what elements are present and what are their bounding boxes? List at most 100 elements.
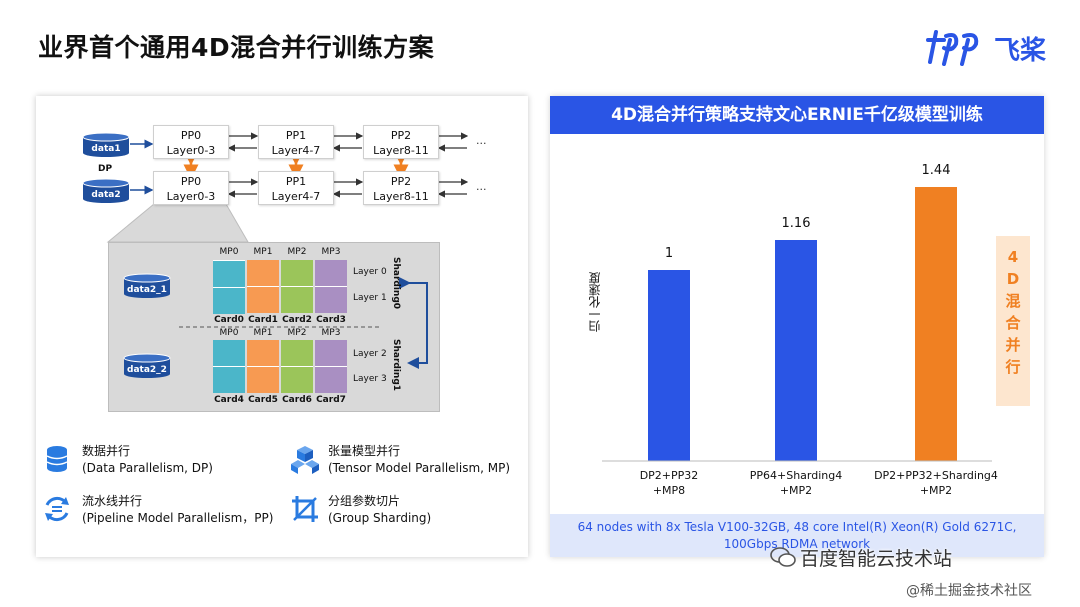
category-label-line: +MP2 xyxy=(919,484,953,497)
pp-stage: PP1 xyxy=(285,175,307,188)
category-label: DP2+PP32+Sharding4+MP2 xyxy=(861,468,1011,498)
diagram-connectors xyxy=(106,132,469,371)
mp-header: MP2 xyxy=(287,247,307,257)
legend-dp: 数据并行 (Data Parallelism, DP) xyxy=(82,443,213,477)
4d-hybrid-tag: 4 D 混 合 并 行 xyxy=(996,236,1030,406)
mp0-card-top xyxy=(213,260,245,314)
tag-char: 合 xyxy=(1005,314,1021,332)
pp-box-row2-1: PP1 Layer4-7 xyxy=(258,171,334,205)
mp-header: MP1 xyxy=(253,247,273,257)
legend-title: 张量模型并行 xyxy=(328,444,401,458)
cycle-icon xyxy=(45,496,69,522)
bar-value-label: 1 xyxy=(664,246,674,262)
slide-title: 业界首个通用4D混合并行训练方案 xyxy=(38,33,435,62)
pp-layers: Layer0-3 xyxy=(166,190,216,203)
legend-sharding: 分组参数切片 (Group Sharding) xyxy=(328,493,431,527)
bar-value-label: 1.16 xyxy=(781,215,811,231)
category-label-line: +MP2 xyxy=(779,484,813,497)
legend-subtitle: (Group Sharding) xyxy=(328,511,432,525)
pp-box-row1-2: PP2 Layer8-11 xyxy=(363,125,439,159)
tag-char: 并 xyxy=(1005,336,1021,354)
data2-1-label: data2_1 xyxy=(127,285,167,295)
card-label: Card7 xyxy=(316,395,346,405)
footnote-line: 64 nodes with 8x Tesla V100-32GB, 48 cor… xyxy=(577,520,1017,534)
hardware-footnote: 64 nodes with 8x Tesla V100-32GB, 48 cor… xyxy=(550,514,1044,557)
pp-layers: Layer4-7 xyxy=(271,190,321,203)
card-label: Card3 xyxy=(316,315,346,325)
legend-title: 数据并行 xyxy=(82,444,131,458)
category-label: PP64+Sharding4 +MP2 xyxy=(721,468,871,498)
pp-layers: Layer4-7 xyxy=(271,144,321,157)
mp1-card-bottom xyxy=(247,340,279,393)
watermark-site: @稀土掘金技术社区 xyxy=(906,583,1032,599)
pp-stage: PP2 xyxy=(390,129,412,142)
brand-name: 飞桨 xyxy=(994,36,1047,66)
layer-label: Layer 1 xyxy=(353,293,387,303)
mp0-card-bottom xyxy=(213,340,245,393)
pp-stage: PP0 xyxy=(180,129,202,142)
wechat-icon xyxy=(770,547,796,567)
legend-title: 分组参数切片 xyxy=(328,494,401,508)
pp-box-row1-1: PP1 Layer4-7 xyxy=(258,125,334,159)
sharding-detail-box: data2_1 data2_2 MP0 MP1 MP2 MP3 Layer 0 … xyxy=(108,242,440,412)
database-data2-icon xyxy=(82,178,130,203)
sharding-connectors xyxy=(179,277,428,369)
tag-char: D xyxy=(1006,270,1020,288)
crop-icon xyxy=(292,496,318,522)
mp-header: MP2 xyxy=(287,328,307,338)
mp3-card-bottom xyxy=(315,340,347,393)
data2-label: data2 xyxy=(91,190,121,200)
cubes-icon xyxy=(291,446,319,474)
chart-panel-header: 4D混合并行策略支持文心ERNIE千亿级模型训练 xyxy=(550,96,1044,134)
card-label: Card5 xyxy=(248,395,278,405)
tag-char: 混 xyxy=(1005,292,1021,310)
tag-char: 行 xyxy=(1005,358,1021,376)
mp3-card-top xyxy=(315,260,347,313)
category-label: DP2+PP32+MP8 xyxy=(594,468,744,498)
mp2-card-top xyxy=(281,260,313,313)
mp1-card-top xyxy=(247,260,279,313)
mp-header: MP3 xyxy=(321,328,341,338)
ellipsis-row2: ... xyxy=(476,180,487,193)
chart-x-axis xyxy=(602,460,992,462)
mp-header: MP1 xyxy=(253,328,273,338)
legend-pp: 流水线并行 (Pipeline Model Parallelism，PP) xyxy=(82,493,273,527)
legend-subtitle: (Pipeline Model Parallelism，PP) xyxy=(82,511,274,525)
parallelism-diagram-panel: data1 DP data2 PP0 Layer0-3 PP1 Layer4-7… xyxy=(36,96,528,557)
card-label: Card6 xyxy=(282,395,312,405)
sharding1-label: Sharding1 xyxy=(391,339,401,392)
layer-label: Layer 3 xyxy=(353,374,387,384)
watermark-account: 百度智能云技术站 xyxy=(800,548,953,570)
legend-mp: 张量模型并行 (Tensor Model Parallelism, MP) xyxy=(328,443,510,477)
database-data2-1-icon xyxy=(123,273,171,298)
card-label: Card1 xyxy=(248,315,278,325)
bar-0 xyxy=(648,270,690,461)
data1-label: data1 xyxy=(91,144,121,154)
bar-1 xyxy=(775,239,817,461)
category-label-line: +MP8 xyxy=(652,484,686,497)
category-label-line: PP64+Sharding4 xyxy=(749,469,843,482)
pp-box-row1-0: PP0 Layer0-3 xyxy=(153,125,229,159)
pp-layers: Layer8-11 xyxy=(373,144,429,157)
sharding0-label: Sharding0 xyxy=(391,257,401,310)
database-data2-2-icon xyxy=(123,353,171,378)
ellipsis-row1: ... xyxy=(476,134,487,147)
pp-layers: Layer0-3 xyxy=(166,144,216,157)
pp-box-row2-0: PP0 Layer0-3 xyxy=(153,171,229,205)
data2-2-label: data2_2 xyxy=(127,365,167,375)
legend-title: 流水线并行 xyxy=(82,494,143,508)
database-data1-icon xyxy=(82,132,130,157)
pp-stage: PP0 xyxy=(180,175,202,188)
bar-value-label: 1.44 xyxy=(921,162,951,178)
database-icon xyxy=(46,446,68,472)
bar-2 xyxy=(915,186,957,461)
pp-stage: PP1 xyxy=(285,129,307,142)
pp-layers: Layer8-11 xyxy=(373,190,429,203)
card-label: Card2 xyxy=(282,315,312,325)
footnote-line: 100Gbps RDMA network xyxy=(723,537,871,551)
legend-subtitle: (Data Parallelism, DP) xyxy=(82,461,213,475)
mp2-card-bottom xyxy=(281,340,313,393)
paddle-logo-icon xyxy=(926,30,979,66)
